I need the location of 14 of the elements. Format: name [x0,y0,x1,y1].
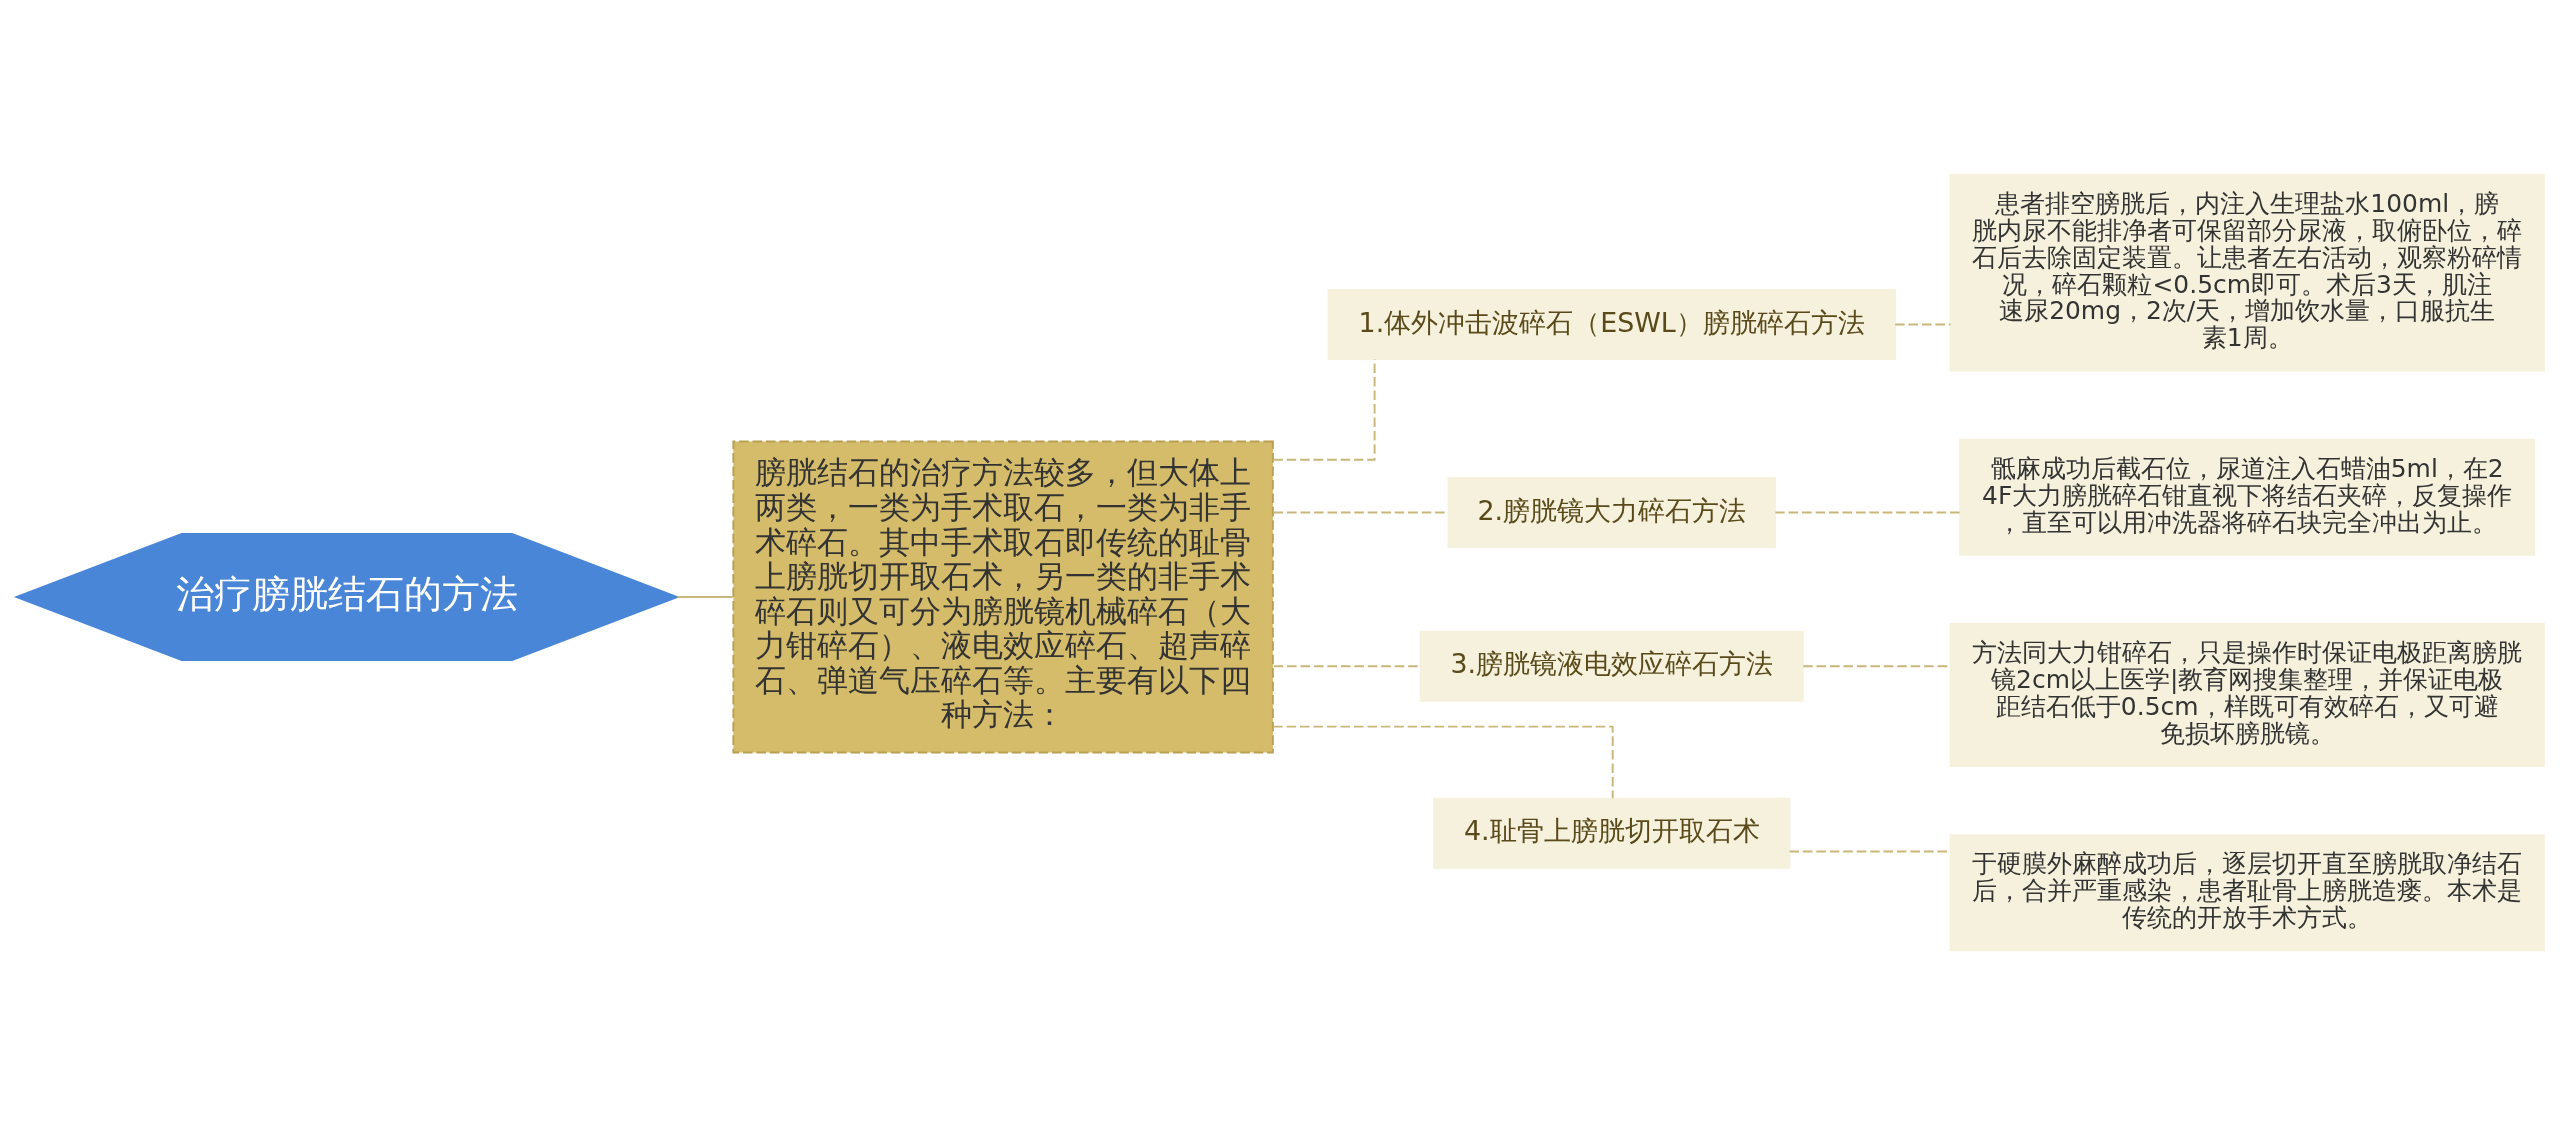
node-box: 于硬膜外麻醉成功后，逐层切开直至膀胱取净结石后，合并严重感染，患者耻骨上膀胱造瘘。本术是传统的开放手术方式。 [1949,833,2545,951]
connector [1894,322,1952,325]
node-box: 2.膀胱镜大力碎石方法 [1447,476,1776,548]
connector [1774,511,1961,514]
node-box: 4.耻骨上膀胱切开取石术 [1433,797,1791,869]
node-box: 患者排空膀胱后，内注入生理盐水100ml，膀胱内尿不能排净者可保留部分尿液，取俯卧位，碎石后去除固定装置。让患者左右活动，观察粉碎情况，碎石颗粒<0.5cm即可。术后3天，肌注速尿20mg，2次/天，增加饮水量，口服抗生素1周。 [1949,173,2545,371]
node-box: 1.体外冲击波碎石（ESWL）膀胱碎石方法 [1327,288,1896,360]
node-box: 方法同大力钳碎石，只是操作时保证电极距离膀胱镜2cm以上医学|教育网搜集整理，并保证电极距结石低于0.5cm，样既可有效碎石，又可避免损坏膀胱镜。 [1949,622,2545,767]
node-box: 膀胱结石的治疗方法较多，但大体上两类，一类为手术取石，一类为非手术碎石。其中手术取石即传统的耻骨上膀胱切开取石术，另一类的非手术碎石则又可分为膀胱镜机械碎石（大力钳碎石）、液电效应碎石、超声碎石、弹道气压碎石等。主要有以下四种方法： [732,440,1274,754]
connector [1272,357,1376,461]
node-box: 骶麻成功后截石位，尿道注入石蜡油5ml，在24F大力膀胱碎石钳直视下将结石夹碎，反复操作，直至可以用冲洗器将碎石块完全冲出为止。 [1959,438,2536,556]
connector [1272,725,1614,799]
connector [676,595,734,598]
node-box: 3.膀胱镜液电效应碎石方法 [1419,630,1804,702]
